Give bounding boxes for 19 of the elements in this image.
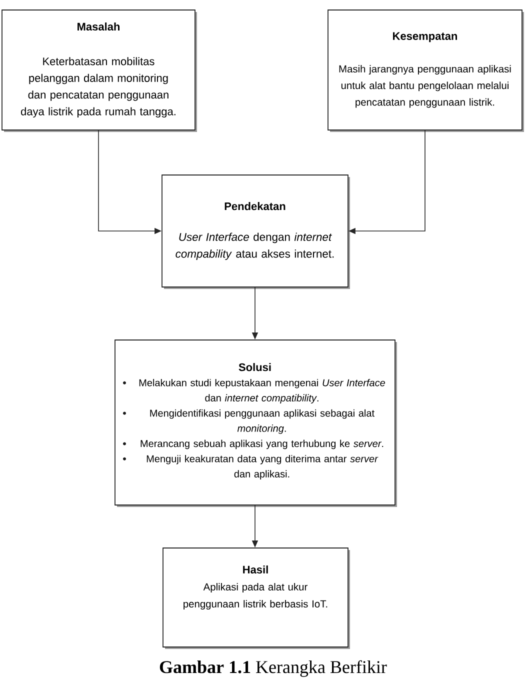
list-item-text: Mengidentifikasi penggunaan aplikasi sebagai alat monitoring. (150, 409, 374, 434)
box-heading: Hasil (243, 565, 268, 574)
process-box (162, 174, 350, 289)
box-heading: Masalah (78, 22, 120, 31)
list-item-text: Menguji keakuratan data yang diterima antar server dan aplikasi. (146, 454, 378, 480)
box-text: Keterbatasan mobilitas pelanggan dalam monitoring dan pencatatan penggunaan daya listrik pada rumah tangga. (21, 57, 176, 118)
box-heading: Pendekatan (224, 202, 286, 210)
box-heading: Solusi (238, 363, 271, 372)
caption: Gambar 1.1 Kerangka Berfikir (160, 660, 387, 677)
process-box (2, 10, 197, 132)
box-text: User Interface dengan internet compability atau akses internet. (176, 232, 334, 260)
process-box (114, 340, 397, 507)
list-item-text: Melakukan studi kepustakaan mengenai User Interface dan internet compatibility. (139, 378, 386, 404)
process-box (162, 548, 350, 649)
box-text: Aplikasi pada alat ukur penggunaan listrik berbasis IoT. (184, 583, 328, 610)
list-item-text: Merancang sebuah aplikasi yang terhubung ke server. (140, 440, 384, 450)
process-box (328, 10, 524, 132)
box-text: Masih jarangnya penggunaan aplikasi untuk alat bantu pengelolaan melalui pencatatan penggunaan listrik. (339, 65, 511, 108)
box-heading: Kesempatan (393, 32, 457, 42)
